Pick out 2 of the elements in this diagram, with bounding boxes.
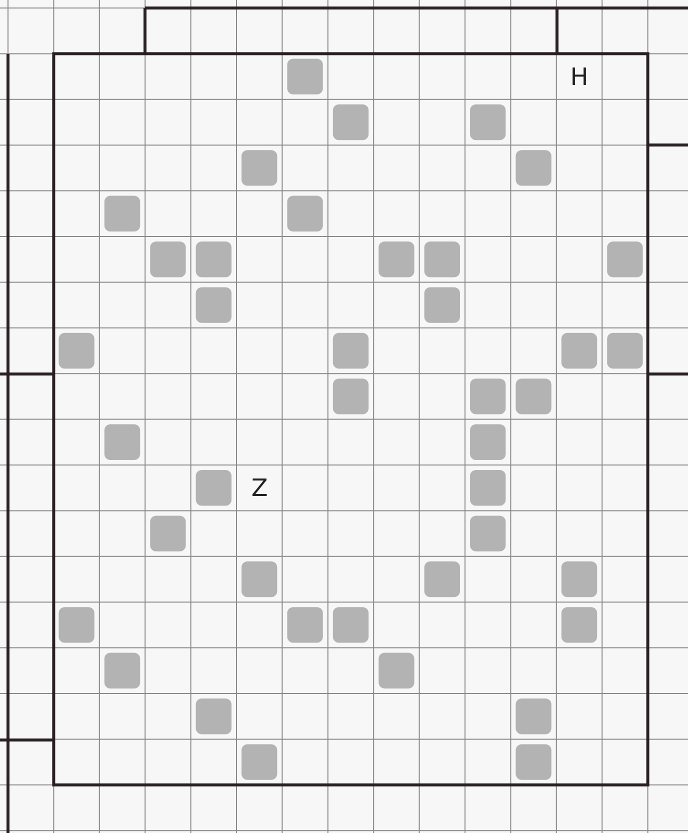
grid-letter: H <box>570 62 588 91</box>
grid-letter: Z <box>251 474 268 502</box>
